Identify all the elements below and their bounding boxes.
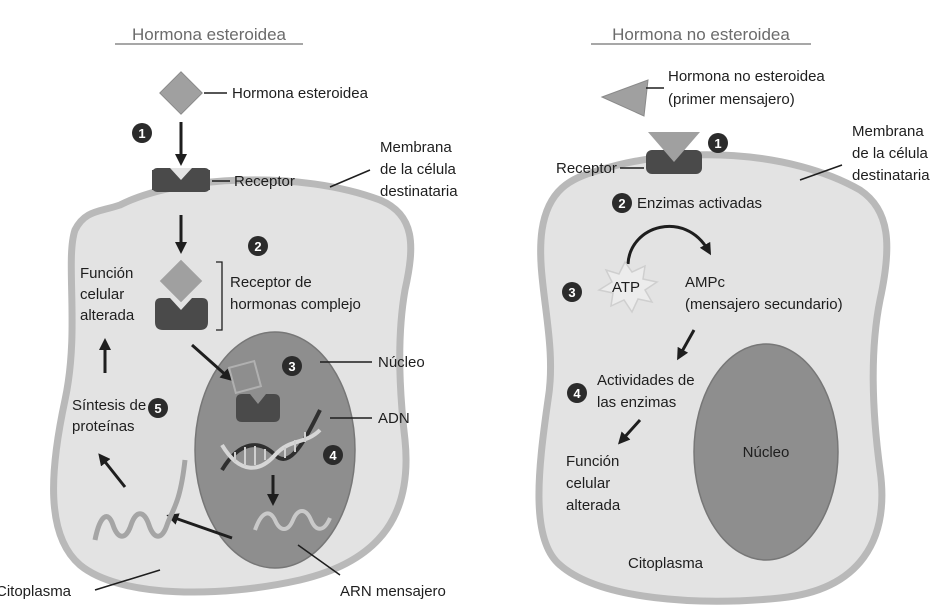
right-membrane-line-2: de la célula	[852, 145, 929, 162]
complex-label-line-2: hormonas complejo	[230, 296, 361, 313]
nonsteroid-hormone-triangle	[600, 79, 649, 117]
right-function-line-1: Función	[566, 453, 619, 470]
left-receptor-label: Receptor	[234, 173, 295, 190]
enzyme-activities-line-2: las enzimas	[597, 394, 676, 411]
campc-line-1: AMPc	[685, 274, 726, 291]
left-hormone-label: Hormona esteroidea	[232, 85, 369, 102]
right-step-3: 3	[568, 285, 575, 300]
right-receptor-label: Receptor	[556, 160, 617, 177]
mrna-leader	[297, 544, 341, 576]
protein-synthesis-line-2: proteínas	[72, 418, 135, 435]
right-cytoplasm-label: Citoplasma	[628, 555, 704, 572]
campc-line-2: (mensajero secundario)	[685, 296, 843, 313]
right-title: Hormona no esteroidea	[612, 25, 790, 44]
left-function-line-3: alterada	[80, 307, 135, 324]
enzymes-activated-label: Enzimas activadas	[637, 195, 762, 212]
right-step-2-badge	[612, 193, 632, 213]
dna-label: ADN	[378, 410, 410, 427]
left-step-2-badge	[248, 236, 268, 256]
right-nucleus	[693, 343, 839, 561]
left-step-4: 4	[329, 448, 337, 463]
right-step-1: 1	[714, 136, 721, 151]
complex-receptor	[155, 298, 208, 330]
left-membrane-line-1: Membrana	[380, 139, 452, 156]
right-membrane-leader	[799, 164, 843, 181]
right-step-4-badge	[567, 383, 587, 403]
left-nucleus-label: Núcleo	[378, 354, 425, 371]
left-step-1: 1	[138, 126, 145, 141]
left-step-5-badge	[148, 398, 168, 418]
left-membrane-line-3: destinataria	[380, 183, 458, 200]
right-step-1-badge	[708, 133, 728, 153]
nucleus-mrna	[253, 509, 332, 531]
arrow-to-protein	[98, 453, 127, 488]
arrow-to-right-function	[617, 418, 642, 445]
right-function-line-2: celular	[566, 475, 610, 492]
arrow-mrna-export	[166, 513, 233, 540]
nucleus-hormone-outline	[227, 359, 263, 395]
dna-helix	[220, 409, 322, 472]
right-hormone-line-2: (primer mensajero)	[668, 91, 795, 108]
right-nucleus-label: Núcleo	[743, 444, 790, 461]
right-hormone-line-1: Hormona no esteroidea	[668, 68, 825, 85]
enzyme-activities-line-1: Actividades de	[597, 372, 695, 389]
right-step-2: 2	[618, 196, 625, 211]
left-cytoplasm-leader	[94, 569, 161, 591]
left-cytoplasm-label: Citoplasma	[0, 583, 72, 600]
arrow-to-nucleus	[191, 343, 233, 381]
right-membrane-line-3: destinataria	[852, 167, 930, 184]
right-step-3-badge	[562, 282, 582, 302]
right-step-4: 4	[573, 386, 581, 401]
cytoplasm-mrna	[92, 459, 188, 541]
left-step-4-badge	[323, 445, 343, 465]
complex-hormone	[159, 259, 203, 303]
left-membrane-line-2: de la célula	[380, 161, 457, 178]
nucleus-receptor-complex	[236, 394, 280, 422]
complex-label-line-1: Receptor de	[230, 274, 312, 291]
right-panel: Hormona no esteroidea Núcleo Hormona no …	[535, 25, 930, 605]
steroid-hormone-diamond	[159, 71, 203, 115]
left-step-5: 5	[154, 401, 161, 416]
left-step-3-badge	[282, 356, 302, 376]
right-membrane-line-1: Membrana	[852, 123, 924, 140]
mrna-label: ARN mensajero	[340, 583, 446, 600]
left-function-line-2: celular	[80, 286, 124, 303]
atp-starburst	[597, 260, 659, 314]
left-step-2: 2	[254, 239, 261, 254]
protein-synthesis-line-1: Síntesis de	[72, 397, 146, 414]
left-panel: Hormona esteroidea Hormona esteroidea 1 …	[0, 25, 458, 600]
right-function-line-3: alterada	[566, 497, 621, 514]
left-receptor-notch	[170, 168, 192, 180]
arrow-atp-to-campc	[626, 224, 711, 265]
right-bound-hormone	[648, 132, 700, 162]
left-function-line-1: Función	[80, 265, 133, 282]
left-step-3: 3	[288, 359, 295, 374]
left-title: Hormona esteroidea	[132, 25, 287, 44]
arrow-campc-to-enzymes	[677, 329, 696, 361]
complex-bracket	[216, 261, 223, 331]
atp-label: ATP	[612, 279, 640, 296]
left-membrane-leader	[329, 169, 371, 188]
left-step-1-badge	[132, 123, 152, 143]
